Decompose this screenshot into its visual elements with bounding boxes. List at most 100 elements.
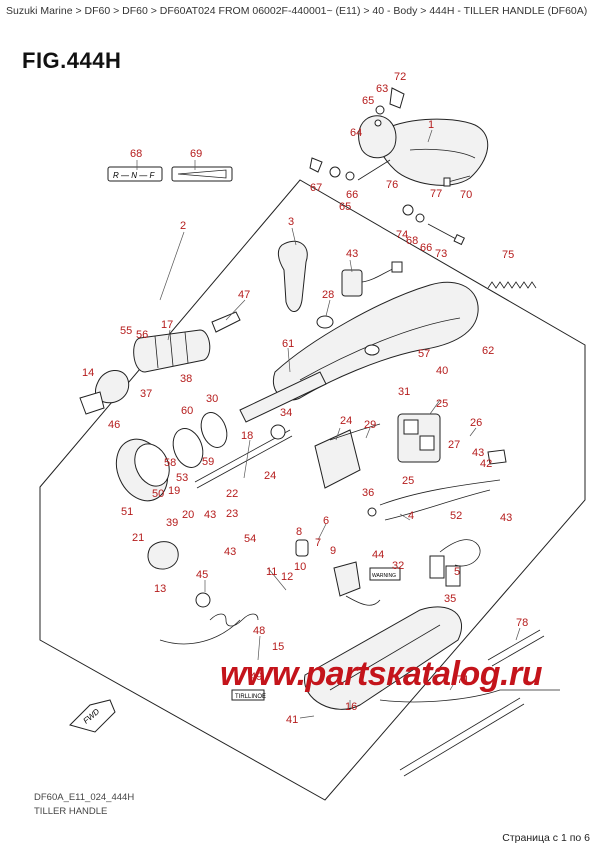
callout: 31 bbox=[398, 386, 410, 398]
callout: 43 bbox=[500, 512, 512, 524]
callout: 35 bbox=[444, 593, 456, 605]
drawing-name: TILLER HANDLE bbox=[34, 806, 108, 817]
decal-73-mark bbox=[177, 169, 227, 179]
callout: 16 bbox=[345, 701, 357, 713]
callout: 25 bbox=[436, 398, 448, 410]
callout: 61 bbox=[282, 338, 294, 350]
decal-33-text: WARNING bbox=[372, 573, 396, 579]
callout: 69 bbox=[190, 148, 202, 160]
callout: 13 bbox=[154, 583, 166, 595]
drawing-code: DF60A_E11_024_444H bbox=[34, 792, 135, 803]
callout: 36 bbox=[362, 487, 374, 499]
cap-8 bbox=[295, 539, 309, 557]
callout: 43 bbox=[224, 546, 236, 558]
callout: 25 bbox=[402, 475, 414, 487]
callout: 68 bbox=[406, 235, 418, 247]
callout: 38 bbox=[180, 373, 192, 385]
callout: 14 bbox=[82, 367, 94, 379]
callout: 3 bbox=[288, 216, 294, 228]
callout: 62 bbox=[482, 345, 494, 357]
handle-cover-1 bbox=[377, 118, 489, 186]
stop-switch-13 bbox=[147, 541, 179, 570]
callout: 30 bbox=[206, 393, 218, 405]
callout: 39 bbox=[166, 517, 178, 529]
callout: 63 bbox=[376, 83, 388, 95]
callout: 44 bbox=[372, 549, 384, 561]
callout: 65 bbox=[339, 201, 351, 213]
callout: 19 bbox=[168, 485, 180, 497]
callout: 10 bbox=[294, 561, 306, 573]
callout: 55 bbox=[120, 325, 132, 337]
callout: 18 bbox=[241, 430, 253, 442]
fwd-arrow bbox=[69, 699, 116, 733]
callout: 76 bbox=[386, 179, 398, 191]
callout: 51 bbox=[121, 506, 133, 518]
callout: 47 bbox=[238, 289, 250, 301]
decal-72-shape bbox=[107, 166, 163, 182]
callout: 28 bbox=[322, 289, 334, 301]
callout: 43 bbox=[204, 509, 216, 521]
callout: 41 bbox=[286, 714, 298, 726]
callout: 27 bbox=[448, 439, 460, 451]
shift-lever-3 bbox=[277, 240, 308, 312]
callout: 22 bbox=[226, 488, 238, 500]
watermark: www.partsкatalog.ru bbox=[220, 655, 542, 693]
callout: 57 bbox=[418, 348, 430, 360]
callout: 23 bbox=[226, 508, 238, 520]
callout: 78 bbox=[516, 617, 528, 629]
callout: 59 bbox=[202, 456, 214, 468]
callout: 1 bbox=[428, 119, 434, 131]
callout: 75 bbox=[502, 249, 514, 261]
callout: 2 bbox=[180, 220, 186, 232]
callout: 6 bbox=[323, 515, 329, 527]
plate-24 bbox=[314, 429, 361, 489]
decal-72-text: R — N — F bbox=[113, 171, 155, 180]
callout: 11 bbox=[266, 566, 277, 578]
cable-4 bbox=[384, 489, 491, 521]
callout: 60 bbox=[181, 405, 193, 417]
callout: 49 bbox=[250, 671, 262, 683]
callout: 29 bbox=[364, 419, 376, 431]
callout: 46 bbox=[108, 419, 120, 431]
callout: 77 bbox=[430, 188, 442, 200]
page-indicator: Страница с 1 по 6 bbox=[502, 832, 590, 844]
callout: 58 bbox=[164, 457, 176, 469]
lanyard-coil bbox=[209, 613, 259, 627]
callout: 52 bbox=[450, 510, 462, 522]
bracket-cover bbox=[358, 115, 397, 159]
callout: 5 bbox=[454, 566, 460, 578]
callout: 66 bbox=[346, 189, 358, 201]
callout: 32 bbox=[392, 560, 404, 572]
callout: 15 bbox=[272, 641, 284, 653]
lower-cover-16 bbox=[304, 606, 463, 710]
callout: 43 bbox=[346, 248, 358, 260]
callout: 68 bbox=[130, 148, 142, 160]
callout: 65 bbox=[362, 95, 374, 107]
callout: 53 bbox=[176, 472, 188, 484]
callout: 21 bbox=[132, 532, 144, 544]
callout: 54 bbox=[244, 533, 256, 545]
assembly-frame bbox=[39, 179, 586, 801]
switch-9 bbox=[333, 561, 361, 597]
callout: 40 bbox=[436, 365, 448, 377]
callout: 66 bbox=[420, 242, 432, 254]
callout: 9 bbox=[330, 545, 336, 557]
plug-49 bbox=[79, 391, 105, 415]
spring-79 bbox=[487, 281, 537, 289]
callout: 72 bbox=[394, 71, 406, 83]
figure-title: FIG.444H bbox=[22, 48, 122, 73]
breadcrumb: Suzuki Marine > DF60 > DF60 > DF60AT024 … bbox=[6, 5, 588, 17]
callout: 8 bbox=[296, 526, 302, 538]
callout: 73 bbox=[435, 248, 447, 260]
throttle-shaft-18 bbox=[194, 429, 291, 483]
callout: 50 bbox=[152, 488, 164, 500]
bar-82 bbox=[487, 629, 541, 661]
callout: 45 bbox=[196, 569, 208, 581]
callout: 71 bbox=[457, 674, 469, 686]
callout: 24 bbox=[264, 470, 276, 482]
callout: 42 bbox=[480, 458, 492, 470]
callout: 7 bbox=[315, 537, 321, 549]
bracket-50 bbox=[211, 311, 241, 333]
callout: 17 bbox=[161, 319, 173, 331]
